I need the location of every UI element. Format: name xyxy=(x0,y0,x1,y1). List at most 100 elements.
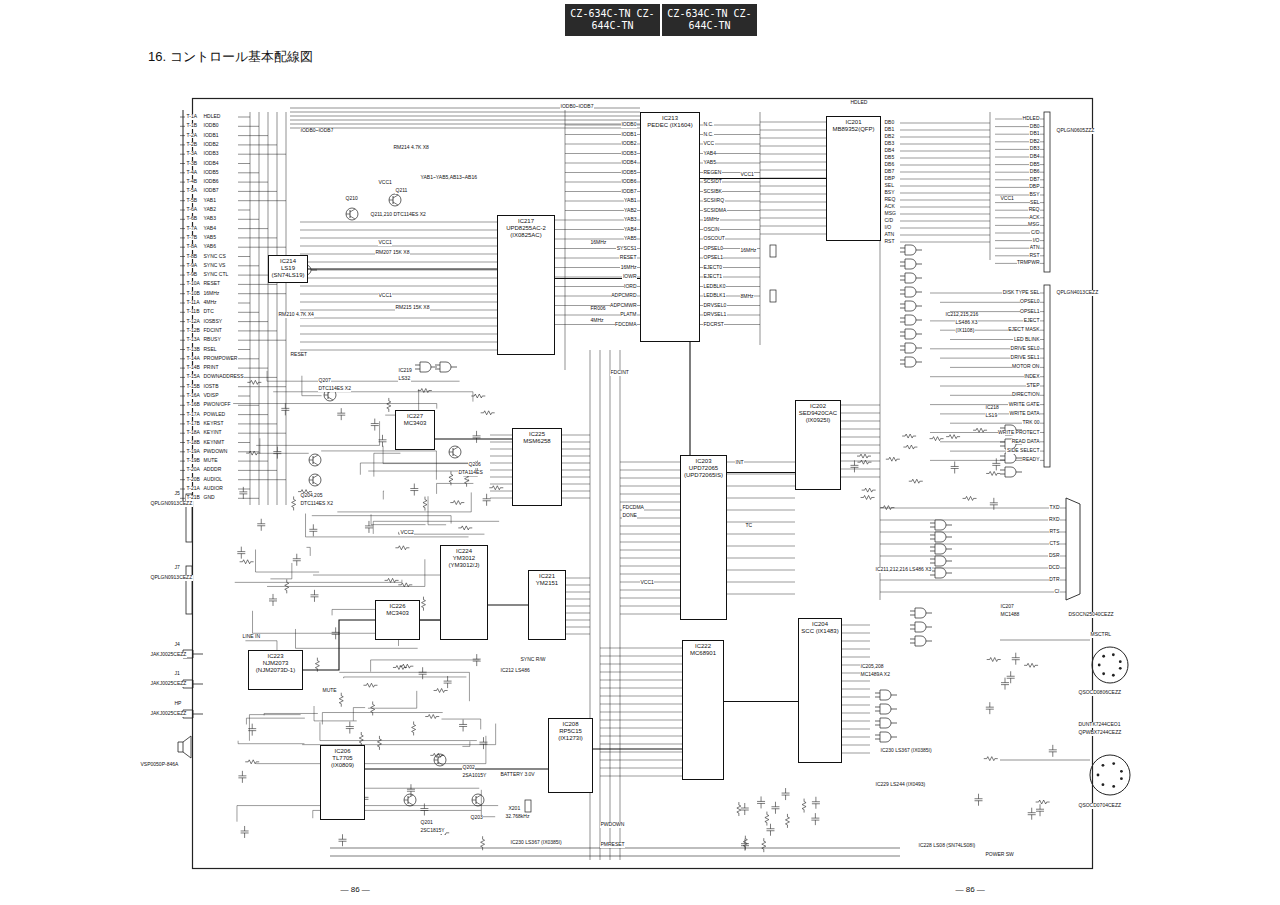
signal-name: IODB1 xyxy=(203,133,219,139)
pin-dot xyxy=(1112,653,1115,656)
wire xyxy=(600,350,601,860)
part-label: LS486 X3 xyxy=(955,320,978,326)
wire xyxy=(238,154,286,155)
part-label: QSOCD0704CEZZ xyxy=(1078,803,1122,809)
wire xyxy=(620,462,680,463)
capacitor-symbol xyxy=(365,521,373,533)
bus-wire xyxy=(724,701,798,702)
wire xyxy=(256,550,320,573)
part-label: J1 xyxy=(174,671,180,677)
wire xyxy=(328,391,329,399)
wire xyxy=(404,800,408,801)
bus-wire xyxy=(689,342,690,455)
wire xyxy=(835,405,880,406)
signal-name: RST xyxy=(884,239,895,245)
part-label: IC219 xyxy=(398,368,412,374)
part-label: MC1489A X2 xyxy=(860,672,890,678)
resistor-symbol xyxy=(363,683,377,687)
signal-name: REQ xyxy=(1028,207,1040,213)
wire xyxy=(180,144,185,145)
logic-gate-symbol xyxy=(930,532,952,542)
part-label: QPLGN0605ZZZ xyxy=(1056,128,1095,134)
pin-number: T-7A xyxy=(186,226,198,232)
wire xyxy=(180,423,185,424)
signal-name: PRINT xyxy=(203,365,219,371)
resistor-symbol xyxy=(857,454,871,458)
part-text: PEDEC (IX1604) xyxy=(643,122,697,129)
crystal-symbol xyxy=(770,245,776,257)
wire xyxy=(490,498,512,499)
wire xyxy=(490,470,512,471)
part-label: J7 xyxy=(174,565,180,571)
wire xyxy=(183,110,184,505)
wire xyxy=(900,242,990,243)
ic-box: IC214LS19 (SN74LS19) xyxy=(268,255,308,283)
wire xyxy=(600,672,682,673)
part-label: YAB1~YAB5,AB13~AB16 xyxy=(420,175,478,181)
wire xyxy=(238,470,277,471)
transistor-symbol xyxy=(309,454,321,466)
signal-name: DTC xyxy=(203,309,214,315)
signal-name: RTS xyxy=(1049,529,1060,535)
crystal-symbol xyxy=(770,290,776,302)
wire xyxy=(383,491,385,499)
logic-gate-symbol xyxy=(910,608,932,618)
signal-name: DISK TYPE SEL xyxy=(1002,290,1040,296)
logic-gate-symbol xyxy=(1000,467,1022,477)
wire xyxy=(180,303,185,304)
wire xyxy=(566,599,590,600)
wire xyxy=(490,484,512,485)
part-text: YM2151 xyxy=(531,580,563,587)
signal-name: DB7 xyxy=(884,169,895,175)
resistor-symbol xyxy=(903,445,917,449)
wire xyxy=(490,442,512,443)
capacitor-symbol xyxy=(741,803,749,815)
wire xyxy=(566,592,590,593)
part-label: HDLED xyxy=(850,100,868,106)
signal-name: IODB3 xyxy=(203,151,219,157)
bus-wire xyxy=(435,438,512,439)
wire xyxy=(238,330,277,331)
resistor-symbol xyxy=(481,836,485,850)
page-number: — 86 — xyxy=(955,886,985,895)
bus-wire xyxy=(727,472,795,473)
wire xyxy=(566,613,590,614)
wire xyxy=(620,494,680,495)
wire xyxy=(600,664,682,665)
wire xyxy=(238,210,250,211)
wire xyxy=(290,124,640,125)
part-label: QPWBX7244CEZZ xyxy=(1078,730,1122,736)
transistor-symbol xyxy=(449,446,461,458)
capacitor-symbol xyxy=(293,554,301,566)
signal-name: GND xyxy=(203,495,215,501)
signal-name: FDCRST xyxy=(703,322,724,328)
pin-number: T-7B xyxy=(186,235,198,241)
pin-number: T-9A xyxy=(186,263,198,269)
wire xyxy=(760,154,826,155)
part-text: IC217 xyxy=(500,218,552,225)
wire xyxy=(233,404,437,409)
logic-gate-symbol xyxy=(930,544,952,554)
wire xyxy=(313,575,443,578)
capacitor-symbol xyxy=(310,590,318,602)
wire xyxy=(393,195,398,198)
wire xyxy=(722,462,795,463)
part-label: 4MHz xyxy=(590,318,604,324)
signal-name: KEYRST xyxy=(203,421,224,427)
pin-number: T-15B xyxy=(186,384,200,390)
wire xyxy=(900,144,990,145)
signal-name: DBP xyxy=(884,176,895,182)
wire xyxy=(238,191,277,192)
wire xyxy=(453,454,458,457)
wire xyxy=(238,144,277,145)
wire xyxy=(900,193,990,194)
signal-name: VDISP xyxy=(203,393,219,399)
wire xyxy=(180,265,185,266)
part-label: IC230 LS367 (IX0385I) xyxy=(510,840,562,846)
wire xyxy=(238,303,250,304)
logic-gate-symbol xyxy=(1000,453,1022,463)
wire xyxy=(408,795,413,798)
model-banner: CZ-634C-TN CZ-644C-TN xyxy=(565,4,660,36)
part-text: IC227 xyxy=(398,413,432,420)
ic-box: IC221YM2151 xyxy=(528,570,566,640)
